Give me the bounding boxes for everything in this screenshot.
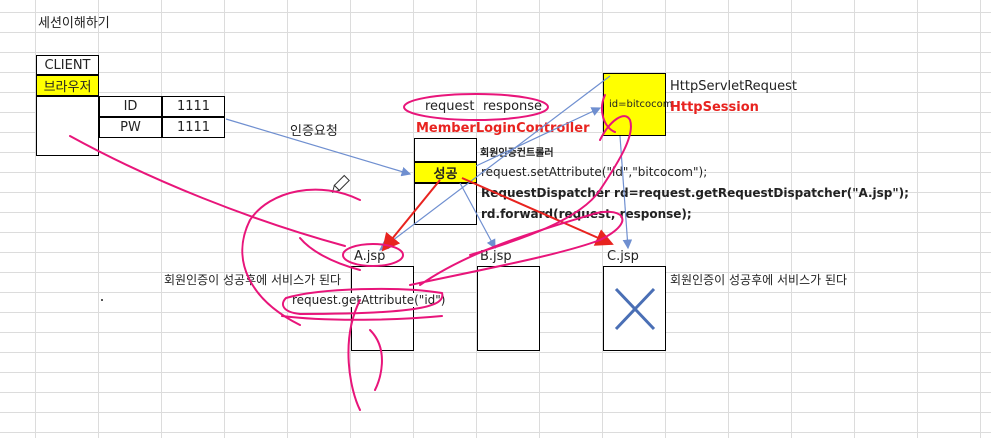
blocked-x-icon: [614, 287, 656, 331]
id-field-value: 1111: [162, 96, 225, 117]
browser-label: 브라우저: [36, 75, 99, 96]
sheet-title: 세션이해하기: [38, 16, 110, 31]
a-jsp-box: [351, 266, 414, 351]
http-servlet-request-label: HttpServletRequest: [670, 79, 798, 94]
b-jsp-label: B.jsp: [480, 249, 512, 264]
controller-name: MemberLoginController: [416, 121, 590, 136]
code-forward: rd.forward(request, response);: [481, 207, 692, 221]
session-content: id=bitcocom: [609, 99, 673, 110]
c-jsp-box: [603, 266, 666, 351]
code-get-dispatcher: RequestDispatcher rd=request.getRequestD…: [481, 186, 909, 200]
controller-cell-top: [414, 138, 477, 162]
browser-box: [36, 96, 99, 156]
controller-box: [414, 183, 477, 225]
request-param: request: [425, 99, 475, 114]
b-jsp-box: [477, 266, 540, 351]
controller-subtitle: 회원인증컨트롤러: [480, 148, 554, 159]
stray-dot: [101, 299, 103, 301]
success-label: 성공: [414, 162, 477, 183]
id-field-label: ID: [99, 96, 162, 117]
http-session-label: HttpSession: [670, 100, 759, 115]
service-note-right: 회원인증이 성공후에 서비스가 된다: [670, 273, 848, 287]
c-jsp-label: C.jsp: [607, 249, 639, 264]
code-set-attribute: request.setAttribute("id","bitcocom");: [481, 165, 708, 179]
auth-request-label: 인증요청: [290, 124, 338, 139]
a-jsp-get-attribute: request.getAttribute("id"): [290, 293, 448, 307]
service-note-left: 회원인증이 성공후에 서비스가 된다: [164, 273, 342, 287]
a-jsp-label: A.jsp: [354, 249, 386, 264]
pw-field-label: PW: [99, 117, 162, 138]
pw-field-value: 1111: [162, 117, 225, 138]
client-header: CLIENT: [36, 55, 99, 75]
response-param: response: [483, 99, 543, 114]
